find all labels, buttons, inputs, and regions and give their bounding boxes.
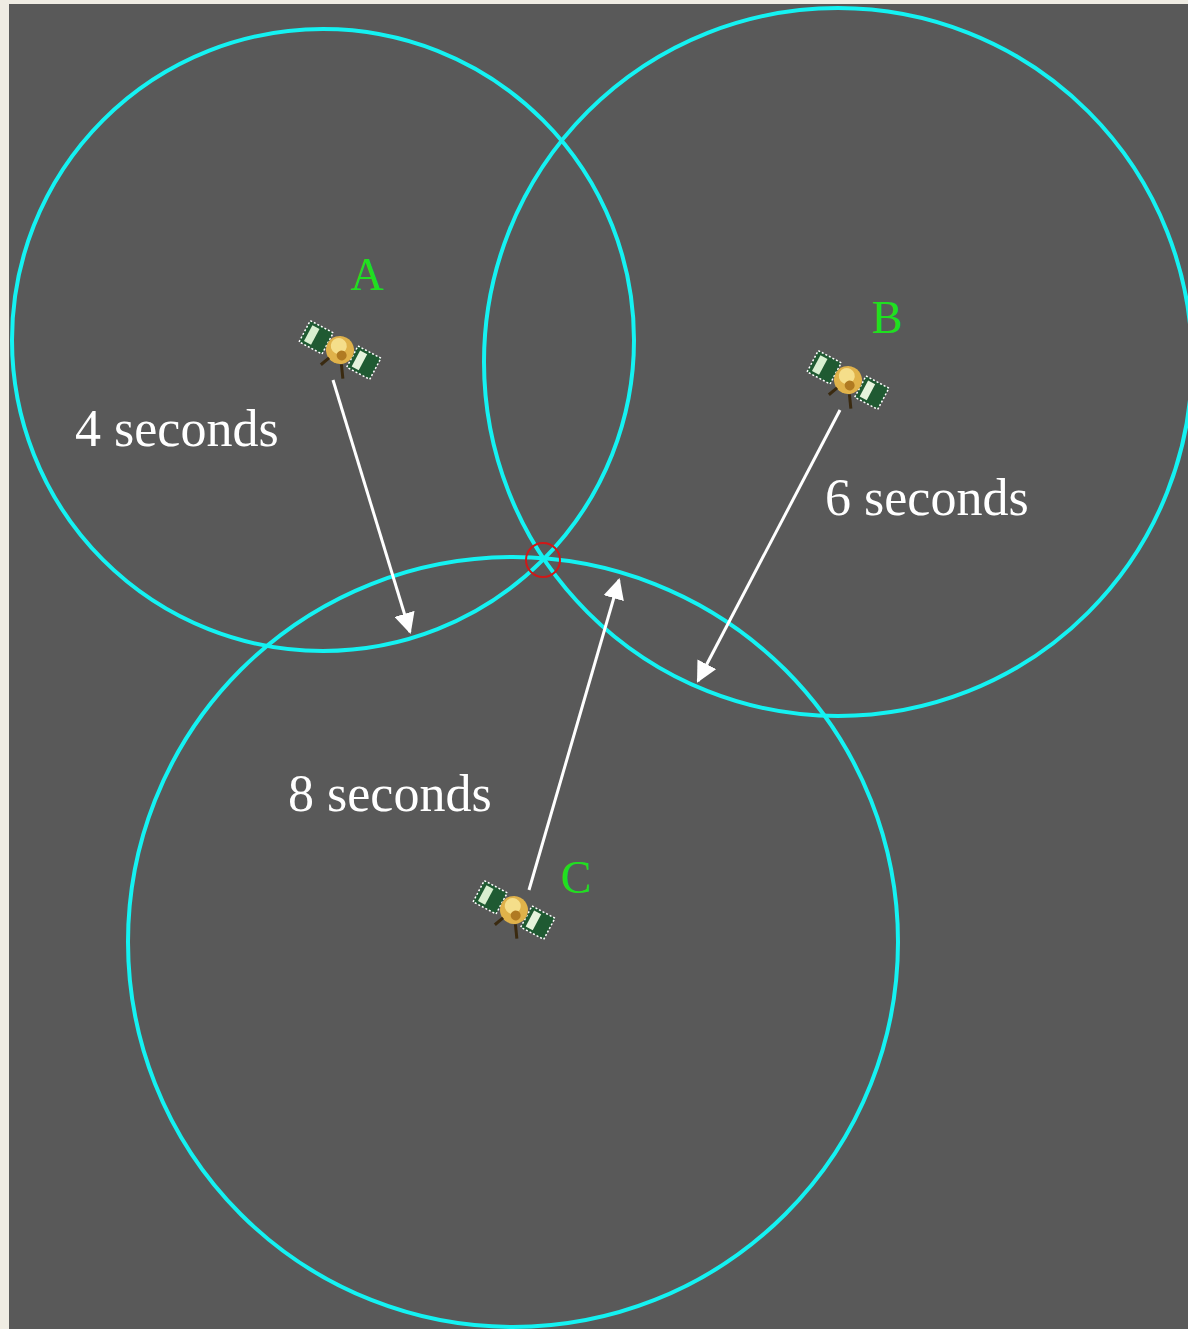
range-circle: [484, 8, 1188, 716]
travel-time: 6 seconds: [825, 472, 1029, 524]
travel-time: 8 seconds: [288, 768, 492, 820]
satellite-letter: B: [872, 295, 903, 341]
satellite-letter: C: [561, 855, 592, 901]
background-panel: [9, 4, 1188, 1329]
satellite-icon: [293, 319, 381, 390]
range-arrow: [333, 380, 410, 632]
travel-time: 4 seconds: [75, 403, 279, 455]
range-arrow: [698, 410, 840, 681]
range-arrow: [529, 580, 619, 890]
satellite-letter: A: [350, 252, 383, 298]
satellite-icon: [467, 879, 555, 950]
satellite-icon: [801, 349, 889, 420]
range-circle: [128, 557, 898, 1327]
position-marker: [526, 543, 560, 577]
